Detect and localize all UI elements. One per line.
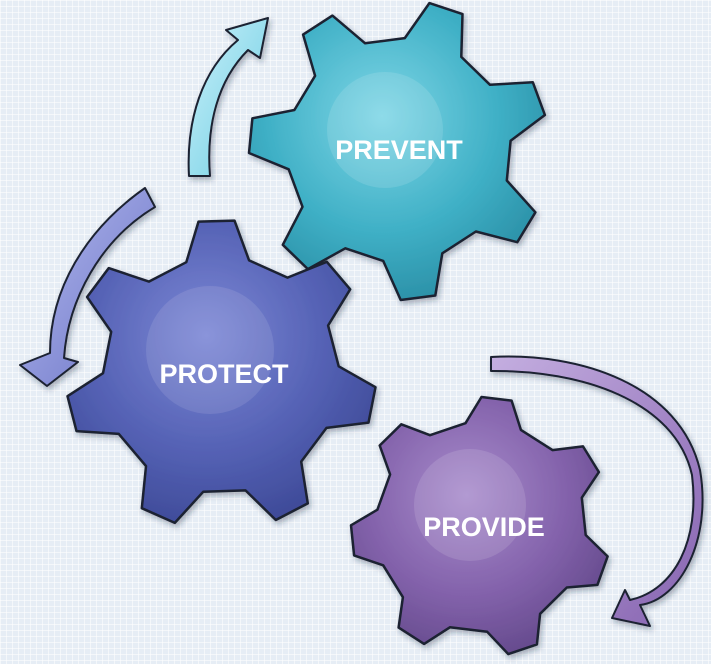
gear-protect-label: PROTECT [159,359,289,389]
gear-provide: PROVIDE [349,395,609,656]
gear-provide-label: PROVIDE [423,512,545,542]
gear-provide-highlight [414,449,526,561]
gear-prevent: PREVENT [247,1,547,302]
gear-prevent-highlight [327,72,443,188]
arrow-protect-to-prevent [187,17,269,177]
arrow-prevent-to-protect [19,187,156,387]
gear-protect-highlight [146,286,274,414]
gear-prevent-label: PREVENT [335,135,463,165]
arrow-provide-cycle [490,355,704,627]
gear-protect: PROTECT [66,219,377,525]
